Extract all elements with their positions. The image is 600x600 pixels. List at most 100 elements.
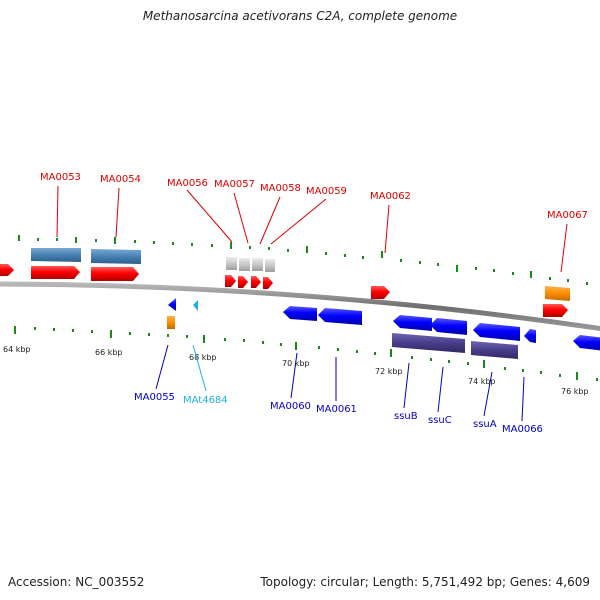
gene-ssub[interactable] [393, 315, 432, 331]
leader-line [403, 362, 410, 409]
gene-ma0056[interactable] [225, 275, 236, 287]
tick [37, 238, 39, 241]
tick [230, 242, 232, 249]
tick [249, 246, 251, 249]
gene-label-ssua[interactable]: ssuA [473, 419, 497, 430]
gene-ma0054[interactable] [91, 267, 139, 281]
tick [411, 356, 413, 359]
tick [596, 378, 598, 381]
tick [549, 277, 551, 280]
tick [72, 329, 74, 332]
gene-ssua[interactable] [473, 323, 520, 341]
feature-orange[interactable] [545, 286, 570, 301]
gene-ma0057[interactable] [238, 276, 248, 288]
gene-label-ssuc[interactable]: ssuC [428, 415, 452, 426]
tick [337, 348, 339, 351]
feature-gray[interactable] [226, 257, 237, 270]
leader-line [437, 366, 444, 413]
gene-label-ma0062[interactable]: MA0062 [370, 191, 411, 202]
gene-label-ma0053[interactable]: MA0053 [40, 172, 81, 183]
leader-line [521, 376, 525, 422]
tick [129, 332, 131, 335]
gene-ssuc[interactable] [430, 318, 467, 335]
tick [567, 279, 569, 282]
leader-line [186, 189, 233, 243]
tick [540, 371, 542, 374]
kbp-label: 68 kbp [189, 353, 217, 362]
trna-mat4684[interactable] [193, 300, 198, 311]
leader-line [115, 187, 120, 238]
tick [243, 339, 245, 342]
gene-ma0061[interactable] [318, 308, 362, 325]
gene-ma0055[interactable] [168, 298, 176, 311]
tick [318, 346, 320, 349]
leader-line [192, 344, 207, 392]
tick [467, 362, 469, 365]
leader-line [483, 371, 493, 417]
gene-label-ssub[interactable]: ssuB [394, 411, 418, 422]
tick [522, 369, 524, 372]
tick [172, 242, 174, 245]
leader-line [290, 352, 298, 399]
tick [493, 269, 495, 272]
gene-label-mat4684[interactable]: MAt4684 [183, 395, 228, 406]
gene-label-ma0060[interactable]: MA0060 [270, 401, 311, 412]
feature-orange[interactable] [167, 316, 175, 329]
gene-ma0066[interactable] [524, 329, 536, 343]
tick [134, 240, 136, 243]
gene-label-ma0055[interactable]: MA0055 [134, 392, 175, 403]
gene-label-ma0057[interactable]: MA0057 [214, 179, 255, 190]
genome-backbone [0, 281, 600, 332]
gene-label-ma0054[interactable]: MA0054 [100, 174, 141, 185]
gene-ma0060[interactable] [283, 306, 317, 321]
feature-gray[interactable] [265, 259, 275, 272]
tick [203, 335, 205, 343]
gene-arrow[interactable] [573, 335, 600, 351]
leader-line [259, 196, 281, 245]
gene-label-ma0066[interactable]: MA0066 [502, 424, 543, 435]
tick [148, 333, 150, 336]
tick [18, 235, 20, 241]
leader-line [270, 198, 327, 245]
feature-steel-2[interactable] [91, 249, 141, 264]
gene-ma0053[interactable] [31, 266, 80, 279]
gene-ma0062[interactable] [371, 286, 390, 299]
gene-ma0059[interactable] [263, 277, 273, 289]
tick [325, 252, 327, 255]
upper-tick-ruler [18, 235, 588, 285]
tick [456, 265, 458, 272]
tick [390, 349, 392, 357]
gene-label-ma0058[interactable]: MA0058 [260, 183, 301, 194]
feature-purple-1[interactable] [392, 333, 465, 353]
leader-line [560, 223, 568, 273]
accession-text: Accession: NC_003552 [8, 575, 145, 589]
bottom-label-leaders [155, 344, 525, 422]
tick [512, 272, 514, 275]
feature-gray[interactable] [252, 258, 263, 271]
tick [400, 259, 402, 262]
tick [186, 335, 188, 338]
tick [483, 360, 485, 368]
gene-label-ma0056[interactable]: MA0056 [167, 178, 208, 189]
gene-label-ma0059[interactable]: MA0059 [306, 186, 347, 197]
tick [287, 249, 289, 252]
feature-gray[interactable] [239, 258, 250, 271]
gene-label-ma0067[interactable]: MA0067 [547, 210, 588, 221]
tick [167, 334, 169, 337]
feature-purple-2[interactable] [471, 341, 518, 359]
tick [34, 327, 36, 330]
gene-ma0058[interactable] [251, 276, 261, 288]
reverse-strand-genes [168, 298, 600, 351]
tick [374, 352, 376, 355]
tick [306, 246, 308, 253]
gene-arrow[interactable] [0, 264, 14, 276]
tick [114, 237, 116, 244]
feature-steel-1[interactable] [31, 248, 81, 262]
tick [75, 237, 77, 243]
tick [576, 372, 578, 380]
tick [14, 326, 16, 334]
tick [362, 256, 364, 259]
gene-label-ma0061[interactable]: MA0061 [316, 404, 357, 415]
lower-tick-ruler [14, 326, 598, 381]
gene-ma0067[interactable] [543, 304, 568, 317]
